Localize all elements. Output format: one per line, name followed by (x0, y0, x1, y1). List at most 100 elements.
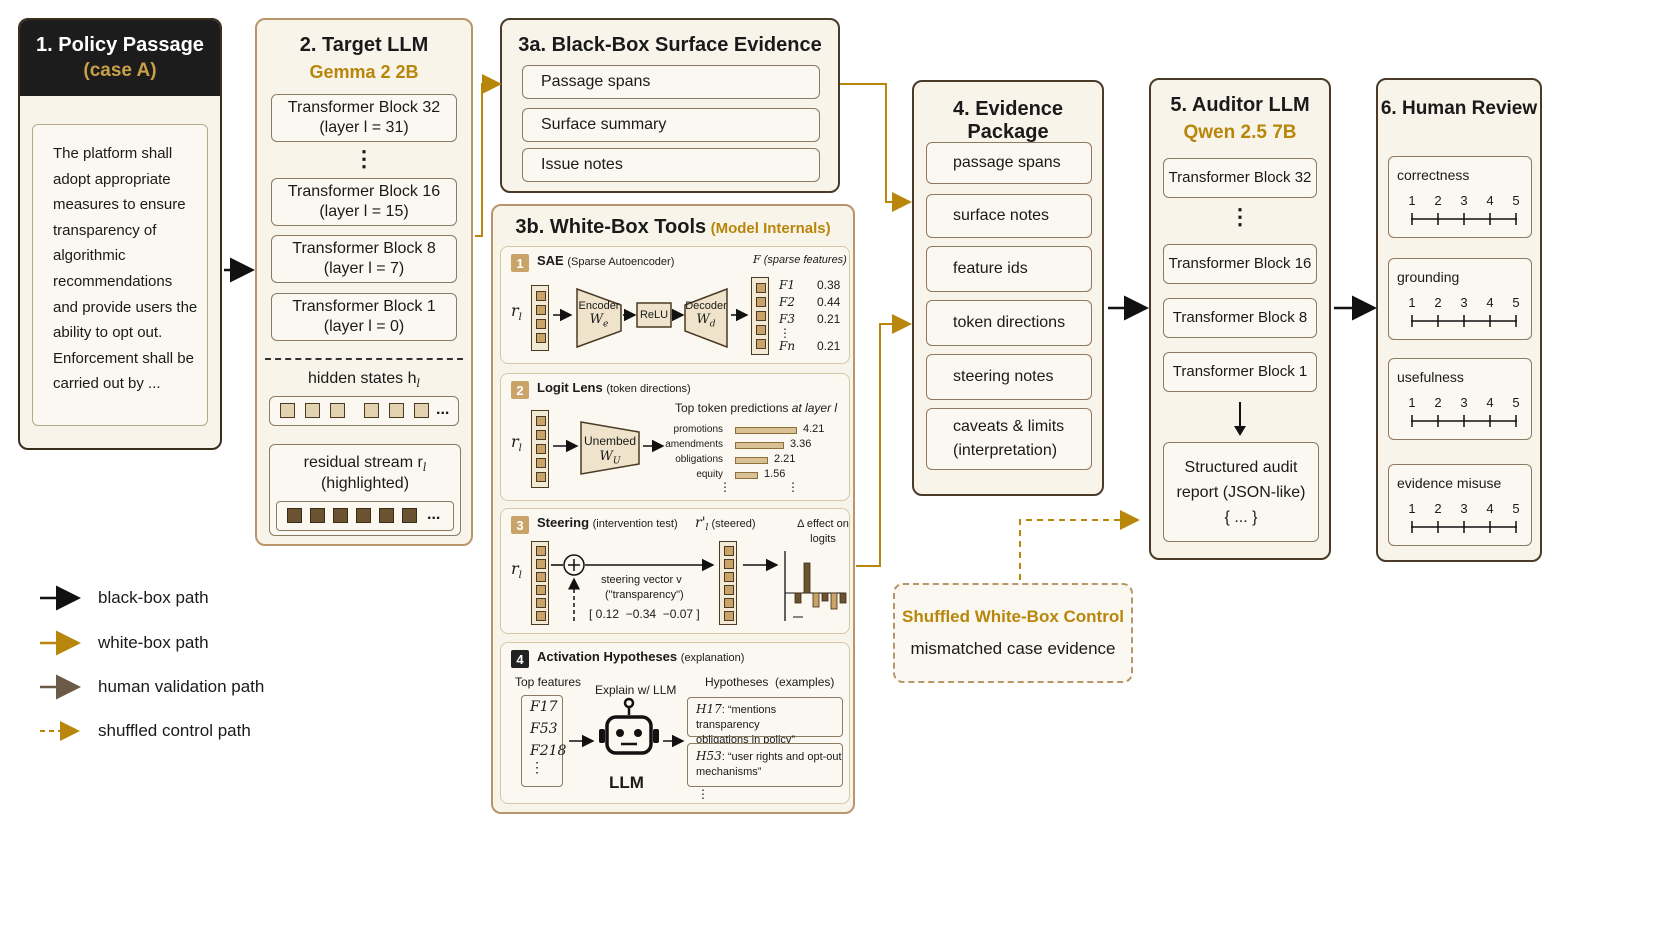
residual-stream-box: residual stream rl (highlighted) ... (269, 444, 461, 536)
vec-cell (536, 444, 546, 454)
residual-dots: ... (427, 506, 441, 523)
auditor-llm-panel: 5. Auditor LLM Qwen 2.5 7B Transformer B… (1149, 78, 1331, 560)
feature-value: 0.38 (817, 278, 841, 292)
evidence-package-panel: 4. Evidence Package passage spans surfac… (912, 80, 1104, 496)
scale-tick-label[interactable]: 1 (1408, 395, 1416, 410)
ellipsis-icon: ⋮ (353, 146, 375, 171)
token-bar (735, 472, 758, 479)
hypothesis-text: : “mentions transparency (696, 704, 777, 731)
vec-cell (536, 319, 546, 329)
scale-tick-label[interactable]: 5 (1512, 193, 1520, 208)
token-bar (735, 442, 784, 449)
steering-vector-label: steering vector v ("transparency") (601, 573, 684, 603)
block-layer: (layer l = 7) (323, 260, 405, 277)
black-box-title: 3a. Black-Box Surface Evidence (518, 34, 822, 56)
white-box-tools-panel: 3b. White-Box Tools (Model Internals) 1 … (491, 204, 855, 814)
scale-tick-label[interactable]: 4 (1486, 295, 1494, 310)
passage-line: transparency of (53, 221, 157, 239)
hidden-dots: ... (436, 401, 450, 418)
hypothesis-text: : “user rights and opt-out (721, 751, 842, 763)
vec-cell (756, 283, 766, 293)
scale-tick-label[interactable]: 4 (1486, 193, 1494, 208)
residual-cell (379, 508, 394, 523)
top-features-box: F17 F53 F218 ⋮ (521, 695, 566, 787)
scale-line (1411, 521, 1517, 533)
decoder-text: Decoder (685, 300, 727, 312)
passage-line: adopt appropriate (53, 170, 171, 188)
passage-line: The platform shall (53, 145, 173, 162)
white-box-title: 3b. White-Box Tools (515, 216, 707, 238)
scale-tick-label[interactable]: 3 (1460, 193, 1468, 208)
scale-tick-label[interactable]: 5 (1512, 501, 1520, 516)
explain-label: Explain w/ LLM (595, 683, 677, 697)
evidence-item-token-directions: token directions (926, 300, 1092, 346)
target-block-16: Transformer Block 16 (layer l = 15) (271, 178, 457, 226)
scale-tick-label[interactable]: 1 (1408, 193, 1416, 208)
block-name: Transformer Block 16 (287, 183, 441, 200)
delta-bar (839, 592, 847, 604)
top-feature: F53 (530, 721, 558, 737)
rprime-note: (steered) (711, 518, 756, 530)
steer-r-sub: l (518, 570, 522, 582)
residual-sub: l (422, 461, 427, 475)
black-box-item-issue-notes: Issue notes (522, 148, 820, 182)
vec-cell (536, 585, 546, 595)
down-arrow-icon (1234, 402, 1246, 436)
scale-tick-label[interactable]: 5 (1512, 395, 1520, 410)
sae-subpanel: 1 SAE (Sparse Autoencoder) F (sparse fea… (500, 246, 850, 364)
encoder-weight: We (577, 313, 621, 332)
scale-tick-label[interactable]: 4 (1486, 501, 1494, 516)
human-review-title: 6. Human Review (1380, 98, 1538, 119)
llm-label: LLM (609, 773, 644, 792)
scale-tick-label[interactable]: 2 (1434, 395, 1442, 410)
steering-heading: Steering (intervention test) (537, 515, 678, 530)
hypotheses-label: Hypotheses (examples) (705, 675, 835, 689)
evidence-item-feature-ids: feature ids (926, 246, 1092, 292)
steer-input-vector (531, 541, 549, 625)
shuffled-control-box: Shuffled White-Box Control mismatched ca… (893, 583, 1133, 683)
scale-tick-label[interactable]: 5 (1512, 295, 1520, 310)
scale-tick-label[interactable]: 3 (1460, 395, 1468, 410)
scale-tick-label[interactable]: 2 (1434, 193, 1442, 208)
vec-cell (756, 311, 766, 321)
decoder-label: Decoder Wd (685, 299, 727, 332)
dashed-divider (265, 358, 463, 360)
delta-text: Δ effect on (797, 518, 849, 530)
logit-r: r (511, 432, 519, 451)
sae-feature-vector (751, 277, 769, 355)
vec-cell (536, 559, 546, 569)
vec-cell (536, 458, 546, 468)
vec-cell (536, 291, 546, 301)
scale-tick-label[interactable]: 1 (1408, 295, 1416, 310)
token-value: 3.36 (790, 438, 812, 450)
vec-cell (724, 611, 734, 621)
policy-passage-subtitle: (case A) (83, 60, 157, 81)
passage-line: carried out by ... (53, 375, 161, 393)
passage-line: recommendations (53, 272, 173, 290)
auditor-llm-subtitle: Qwen 2.5 7B (1183, 122, 1297, 143)
scale-tick-label[interactable]: 1 (1408, 501, 1416, 516)
scale-tick-label[interactable]: 4 (1486, 395, 1494, 410)
scale-tick-label[interactable]: 2 (1434, 295, 1442, 310)
block-name: Transformer Block 8 (292, 240, 436, 257)
target-llm-title: 2. Target LLM (299, 34, 429, 56)
hidden-states-text: hidden states h (307, 370, 417, 387)
logit-r-sub: l (518, 443, 522, 455)
sae-arrows (553, 287, 749, 349)
scale-tick-label[interactable]: 3 (1460, 295, 1468, 310)
scale-tick-label[interactable]: 2 (1434, 501, 1442, 516)
scale-tick-label[interactable]: 3 (1460, 501, 1468, 516)
hypothesis-id: H53 (696, 749, 722, 763)
delta-label: Δ effect on logits (795, 517, 851, 547)
target-block-1: Transformer Block 1 (layer l = 0) (271, 293, 457, 341)
auditor-block-32: Transformer Block 32 (1163, 158, 1317, 198)
token-value: 1.56 (764, 468, 786, 480)
sae-note: (Sparse Autoencoder) (567, 256, 675, 268)
logit-input-r: rl (511, 432, 522, 454)
black-box-item-passage-spans: Passage spans (522, 65, 820, 99)
logit-name: Logit Lens (537, 380, 603, 395)
passage-line: and provide users the (53, 298, 198, 316)
steering-number-badge: 3 (511, 516, 529, 534)
